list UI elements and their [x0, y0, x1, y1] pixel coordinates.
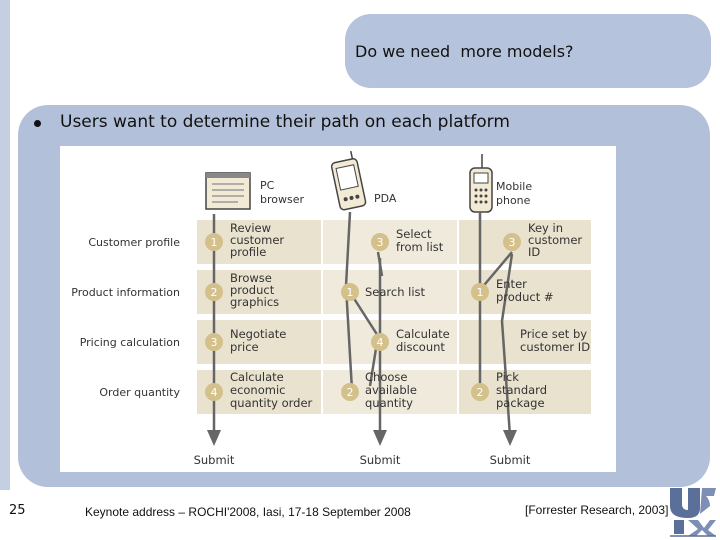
- cell-text: from list: [396, 240, 444, 254]
- step-number: 2: [347, 386, 354, 399]
- cell-bg: [323, 220, 457, 264]
- cell-text: Key in: [528, 221, 563, 235]
- cell-text: quantity: [365, 396, 413, 410]
- cell-text: product: [230, 283, 275, 297]
- cell-text: discount: [396, 340, 445, 354]
- step-number: 2: [477, 386, 484, 399]
- cell-text: price: [230, 340, 259, 354]
- cell-text: Enter: [496, 277, 527, 291]
- submit-label-mobile: Submit: [490, 453, 531, 467]
- cell-text: Select: [396, 227, 432, 241]
- platform-label-pda: PDA: [374, 192, 397, 205]
- figure-svg: PC browser PDA Mobile phone Customer pro…: [71, 150, 591, 467]
- cell-text: available: [365, 383, 417, 397]
- cell-text: Calculate: [230, 370, 284, 384]
- step-number: 3: [377, 236, 384, 249]
- platform-label-mobile-1: Mobile: [496, 180, 532, 193]
- platform-label-pc-2: browser: [260, 193, 304, 206]
- row-label-product-information: Product information: [71, 286, 180, 299]
- submit-label-pda: Submit: [360, 453, 401, 467]
- step-number: 1: [347, 286, 354, 299]
- cell-text: Browse: [230, 271, 272, 285]
- usixml-logo-icon: [670, 488, 716, 537]
- cell-text: package: [496, 396, 545, 410]
- cell-text: ID: [528, 245, 540, 259]
- platform-label-mobile-2: phone: [496, 194, 531, 207]
- pda-icon: [330, 150, 367, 211]
- cell-text: Calculate: [396, 327, 450, 341]
- cell-text: profile: [230, 245, 266, 259]
- cell-text: customer: [230, 233, 284, 247]
- mobile-phone-icon: [469, 154, 493, 213]
- step-number: 4: [377, 336, 384, 349]
- pc-browser-icon: [205, 172, 251, 210]
- number-circles: [205, 233, 521, 401]
- cell-text: customer ID: [520, 340, 590, 354]
- bullet-dot: [34, 120, 41, 127]
- cell-text: economic: [230, 383, 285, 397]
- platform-label-pc-1: PC: [260, 179, 275, 192]
- step-number: 4: [211, 386, 218, 399]
- row-label-customer-profile: Customer profile: [88, 236, 180, 249]
- footer-keynote: Keynote address – ROCHI'2008, Iasi, 17-1…: [85, 505, 411, 519]
- cell-text: Search list: [365, 285, 426, 299]
- step-number: 3: [211, 336, 218, 349]
- slide-title: Do we need more models?: [355, 42, 574, 61]
- cell-text: quantity order: [230, 396, 313, 410]
- row-label-order-quantity: Order quantity: [99, 386, 180, 399]
- row-label-pricing-calculation: Pricing calculation: [80, 336, 180, 349]
- left-accent-bar: [0, 0, 10, 490]
- cell-text: Negotiate: [230, 327, 286, 341]
- step-number: 1: [477, 286, 484, 299]
- title-box: [345, 14, 711, 88]
- step-number: 2: [211, 286, 218, 299]
- cell-text: Pick: [496, 370, 519, 384]
- cell-text: standard: [496, 383, 547, 397]
- cell-text: Price set by: [520, 327, 587, 341]
- cell-text: product #: [496, 290, 554, 304]
- submit-label-pc: Submit: [194, 453, 235, 467]
- footer-source: [Forrester Research, 2003]: [525, 503, 669, 517]
- step-number: 1: [211, 236, 218, 249]
- bullet-text: Users want to determine their path on ea…: [60, 112, 510, 132]
- cell-text: Choose: [365, 370, 407, 384]
- cell-text: customer: [528, 233, 582, 247]
- page-number: 25: [9, 503, 26, 518]
- cell-bg: [323, 320, 457, 364]
- step-number: 3: [509, 236, 516, 249]
- platform-path-figure: PC browser PDA Mobile phone Customer pro…: [60, 146, 616, 472]
- cell-text: graphics: [230, 295, 279, 309]
- cell-text: Review: [230, 221, 271, 235]
